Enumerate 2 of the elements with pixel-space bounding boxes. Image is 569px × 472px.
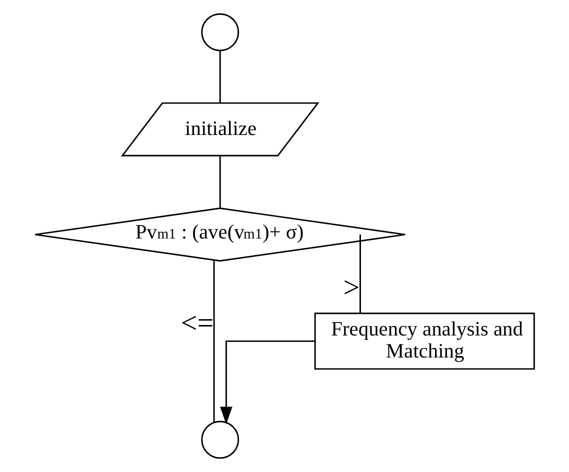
edge-label: > [343, 272, 360, 304]
edge-label: <= [180, 307, 214, 340]
